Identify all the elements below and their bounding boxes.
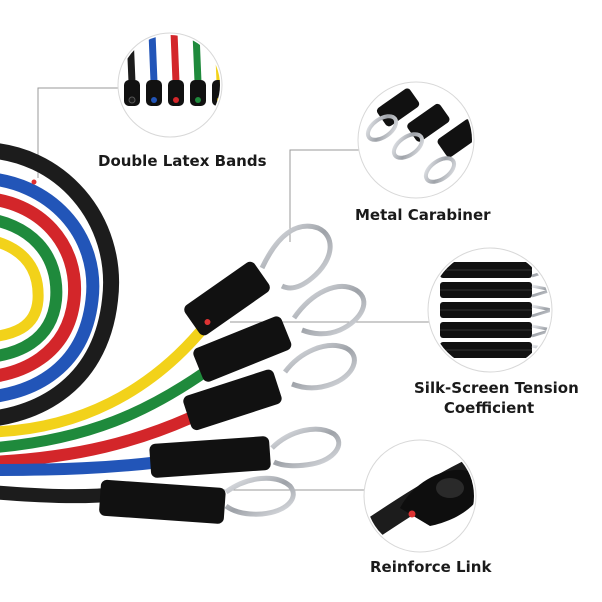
label-metal-carabiner: Metal Carabiner bbox=[355, 206, 491, 224]
label-silk-screen-tension: Silk-Screen Tension Coefficient bbox=[414, 378, 579, 418]
band-tips-callout bbox=[117, 32, 223, 138]
straps-callout bbox=[427, 247, 553, 373]
label-reinforce-link: Reinforce Link bbox=[370, 558, 492, 576]
label-silk-line1: Silk-Screen Tension bbox=[414, 379, 579, 397]
label-double-latex-bands: Double Latex Bands bbox=[98, 152, 267, 170]
carabiner-callout bbox=[357, 81, 475, 199]
label-silk-line2: Coefficient bbox=[443, 399, 535, 417]
handles bbox=[99, 223, 367, 524]
reinforce-link-callout bbox=[363, 439, 477, 553]
coiled-bands bbox=[0, 143, 120, 426]
